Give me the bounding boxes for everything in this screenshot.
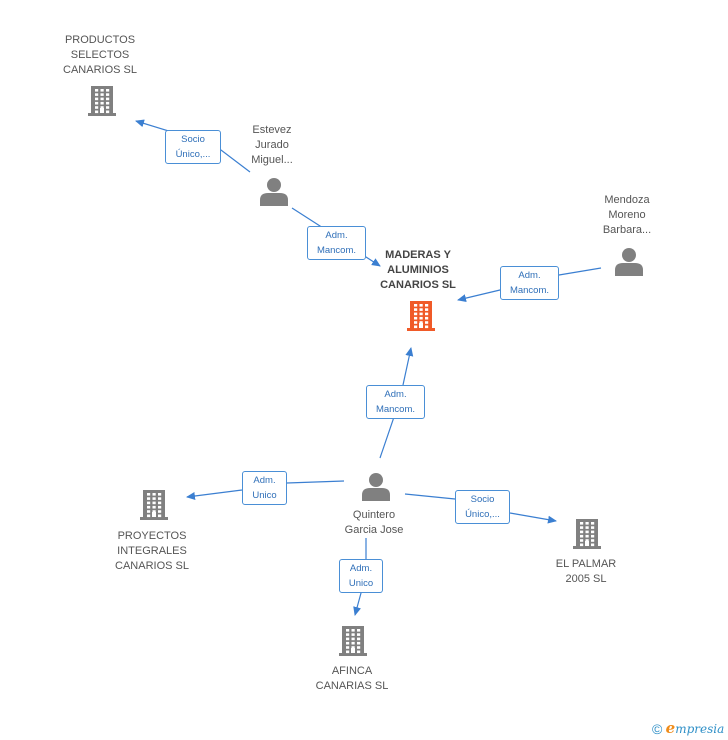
label-line: CANARIAS SL <box>315 680 389 692</box>
edge-label-estevez-productos[interactable]: Socio Único,... <box>165 130 221 164</box>
edge-label-quintero-el-palmar[interactable]: Socio Único,... <box>455 490 510 524</box>
label-line: MADERAS Y <box>385 249 451 261</box>
edge-label-line: Único,... <box>465 509 500 520</box>
person-icon-quintero[interactable] <box>362 473 390 501</box>
edge-label-line: Socio <box>181 134 205 145</box>
label-line: Quintero <box>352 509 396 521</box>
label-line: 2005 SL <box>565 573 607 585</box>
edge-label-line: Mancom. <box>509 285 550 296</box>
label-line: Jurado <box>255 139 289 151</box>
person-icon-estevez[interactable] <box>260 178 288 206</box>
edge-label-line: Unico <box>252 490 277 501</box>
building-icon-afinca[interactable] <box>339 626 367 656</box>
edge-label-quintero-proyectos[interactable]: Adm. Unico <box>242 471 287 505</box>
label-line: Mendoza <box>604 194 650 206</box>
person-icon-mendoza[interactable] <box>615 248 643 276</box>
label-line: INTEGRALES <box>117 545 187 557</box>
edge-label-quintero-maderas[interactable]: Adm. Mancom. <box>366 385 425 419</box>
edge-label-line: Adm. <box>518 270 541 281</box>
label-line: Miguel... <box>251 154 293 166</box>
label-line: Moreno <box>608 209 646 221</box>
building-icon-el-palmar[interactable] <box>573 519 601 549</box>
building-icon-productos[interactable] <box>88 86 116 116</box>
edge-label-estevez-maderas[interactable]: Adm. Mancom. <box>307 226 366 260</box>
node-label-afinca[interactable]: AFINCA CANARIAS SL <box>302 664 402 694</box>
edge-label-line: Adm. <box>349 563 373 574</box>
edge-label-line: Socio <box>470 494 495 505</box>
label-line: PRODUCTOS <box>64 34 136 46</box>
label-line: CANARIOS SL <box>63 64 137 76</box>
label-line: CANARIOS SL <box>380 279 456 291</box>
edge-label-line: Mancom. <box>375 404 416 415</box>
empresia-logo: empresia <box>665 719 725 737</box>
edge-label-line: Único,... <box>175 149 211 160</box>
node-label-el-palmar[interactable]: EL PALMAR 2005 SL <box>538 557 634 587</box>
edge-label-mendoza-maderas[interactable]: Adm. Mancom. <box>500 266 559 300</box>
label-line: SELECTOS <box>70 49 130 61</box>
copyright-footer: © empresia <box>652 719 724 737</box>
building-icon-proyectos[interactable] <box>140 490 168 520</box>
label-line: PROYECTOS <box>117 530 187 542</box>
label-line: AFINCA <box>331 665 373 677</box>
copyright-symbol: © <box>652 721 663 737</box>
edge-label-quintero-afinca[interactable]: Adm. Unico <box>339 559 383 593</box>
node-label-productos[interactable]: PRODUCTOS SELECTOS CANARIOS SL <box>40 33 160 78</box>
label-line: Estevez <box>252 124 292 136</box>
edge-label-line: Adm. <box>325 230 348 241</box>
edge-label-line: Mancom. <box>316 245 357 256</box>
node-label-quintero[interactable]: Quintero Garcia Jose <box>326 508 422 538</box>
label-line: Barbara... <box>602 224 652 236</box>
label-line: Garcia Jose <box>344 524 404 536</box>
label-line: CANARIOS SL <box>115 560 189 572</box>
edge-label-line: Adm. <box>384 389 407 400</box>
node-label-proyectos[interactable]: PROYECTOS INTEGRALES CANARIOS SL <box>92 529 212 574</box>
edge-label-line: Unico <box>348 578 374 589</box>
node-label-mendoza[interactable]: Mendoza Moreno Barbara... <box>584 193 670 238</box>
edge-label-line: Adm. <box>253 475 276 486</box>
node-label-maderas[interactable]: MADERAS Y ALUMINIOS CANARIOS SL <box>358 248 478 293</box>
building-icon-maderas[interactable] <box>407 301 435 331</box>
label-line: ALUMINIOS <box>387 264 449 276</box>
label-line: EL PALMAR <box>555 558 617 570</box>
node-label-estevez[interactable]: Estevez Jurado Miguel... <box>232 123 312 168</box>
